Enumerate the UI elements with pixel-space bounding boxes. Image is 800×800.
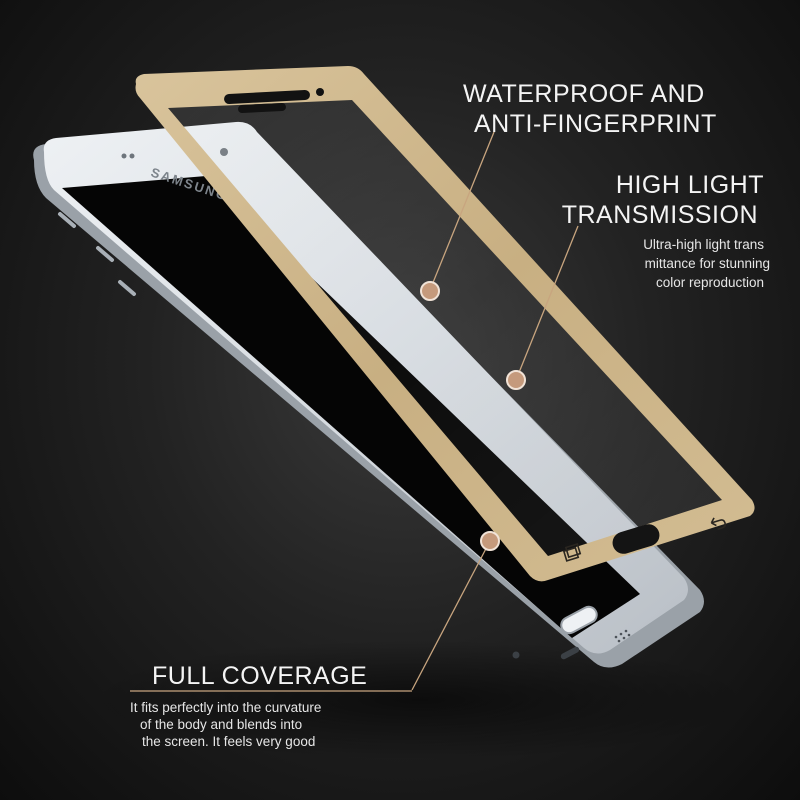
screen-protector	[135, 66, 755, 582]
callout-marker	[420, 281, 440, 301]
usb-port	[560, 646, 580, 660]
floor-shadow	[90, 640, 750, 760]
callout-description: color reproduction	[655, 275, 764, 290]
callout-waterproof-pointer	[420, 131, 495, 301]
proximity-sensor	[121, 153, 127, 159]
callout-description: the screen. It feels very good	[142, 734, 316, 749]
protector-frame	[135, 66, 755, 582]
home-button	[560, 605, 598, 635]
callout-coverage-pointer	[130, 531, 500, 692]
callout-description: mittance for stunning	[644, 256, 770, 271]
volume-down-button	[96, 246, 114, 262]
protector-home-cutout	[612, 524, 660, 554]
back-icon	[710, 517, 727, 531]
callout-description: It fits perfectly into the curvature	[130, 700, 322, 715]
speaker-grille	[614, 629, 631, 643]
protector-sensor-cutout	[238, 102, 286, 114]
callout-title: HIGH LIGHT	[615, 171, 764, 199]
callout-marker	[506, 370, 526, 390]
callout-description: Ultra-high light trans	[643, 237, 764, 252]
callout-description: of the body and blends into	[140, 717, 303, 732]
callout-marker	[480, 531, 500, 551]
callout-title: TRANSMISSION	[561, 201, 758, 229]
callout-title: ANTI-FINGERPRINT	[474, 110, 717, 138]
light-sensor	[129, 153, 135, 159]
power-button	[118, 280, 136, 296]
recent-apps-icon	[562, 543, 582, 562]
callout-transmission-pointer	[506, 225, 579, 390]
callout-title: FULL COVERAGE	[152, 662, 368, 690]
protector-earpiece-cutout	[224, 90, 310, 104]
protector-camera-cutout	[316, 88, 324, 96]
callout-title: WATERPROOF AND	[463, 80, 705, 108]
protector-glass	[146, 72, 744, 568]
volume-up-button	[58, 212, 76, 228]
headphone-jack	[512, 651, 520, 659]
